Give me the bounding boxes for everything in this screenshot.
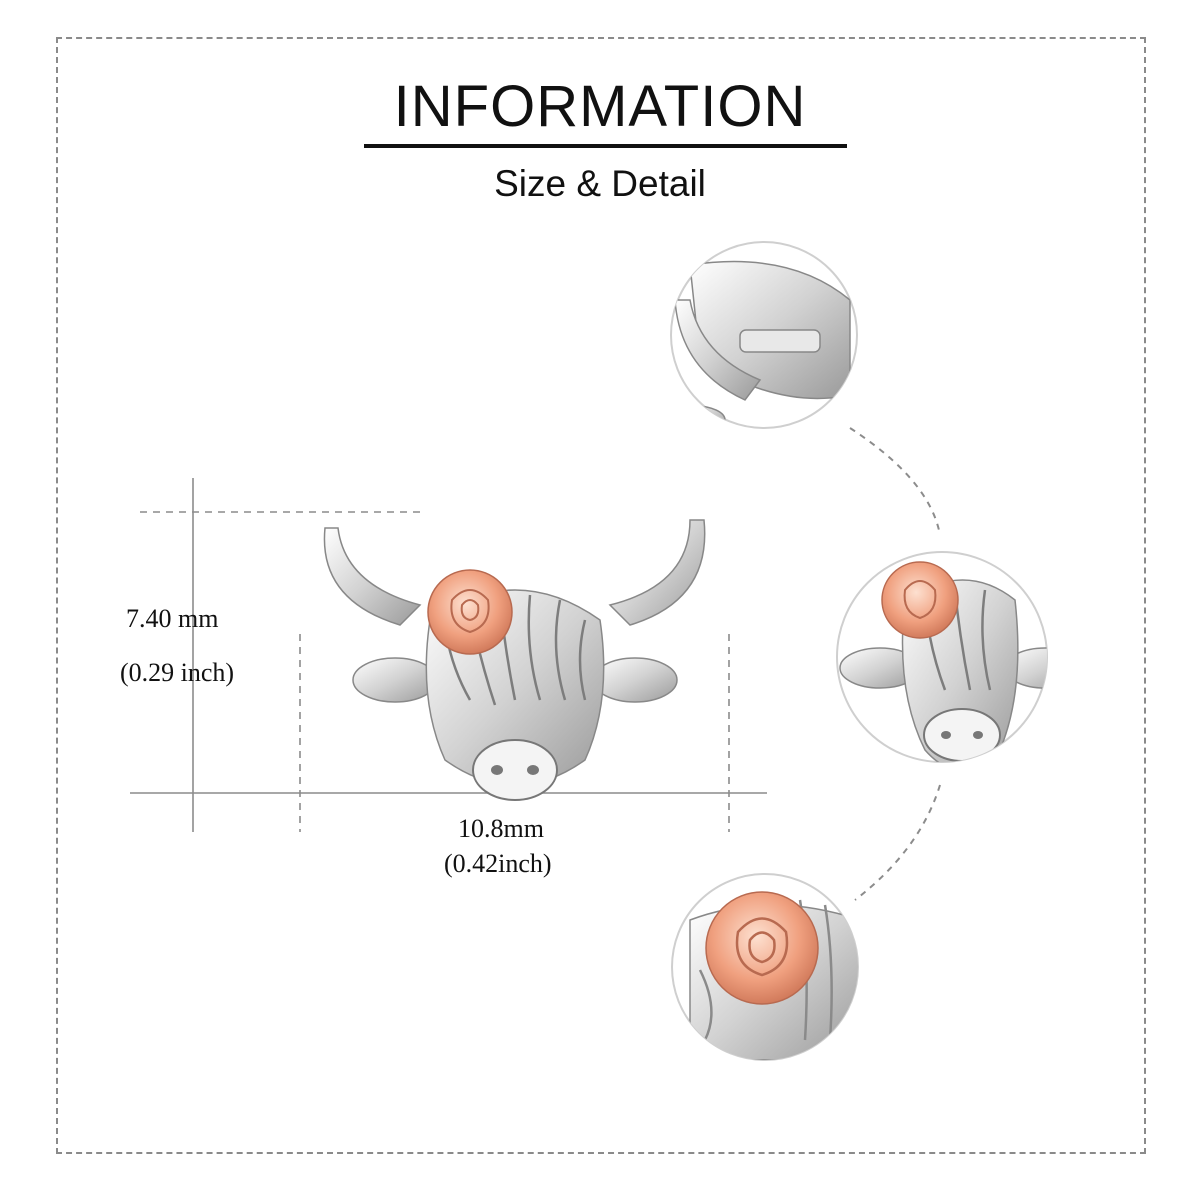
width-inch-label: (0.42inch): [444, 849, 552, 878]
page-title: INFORMATION: [393, 74, 807, 139]
detail-circle-rose: [671, 873, 859, 1061]
height-mm-label: 7.40 mm: [126, 604, 219, 633]
width-mm-label: 10.8mm: [458, 814, 544, 843]
measurement-guides: [130, 478, 767, 832]
dashed-frame: [56, 37, 1146, 1154]
main-earring-image: [323, 519, 706, 801]
height-inch-label: (0.29 inch): [120, 658, 235, 687]
detail-circle-face: [836, 551, 1048, 763]
page-subtitle: Size & Detail: [494, 163, 706, 204]
connector-arc: [849, 427, 941, 901]
title-underline: [364, 144, 847, 148]
detail-circle-post: [670, 241, 858, 429]
